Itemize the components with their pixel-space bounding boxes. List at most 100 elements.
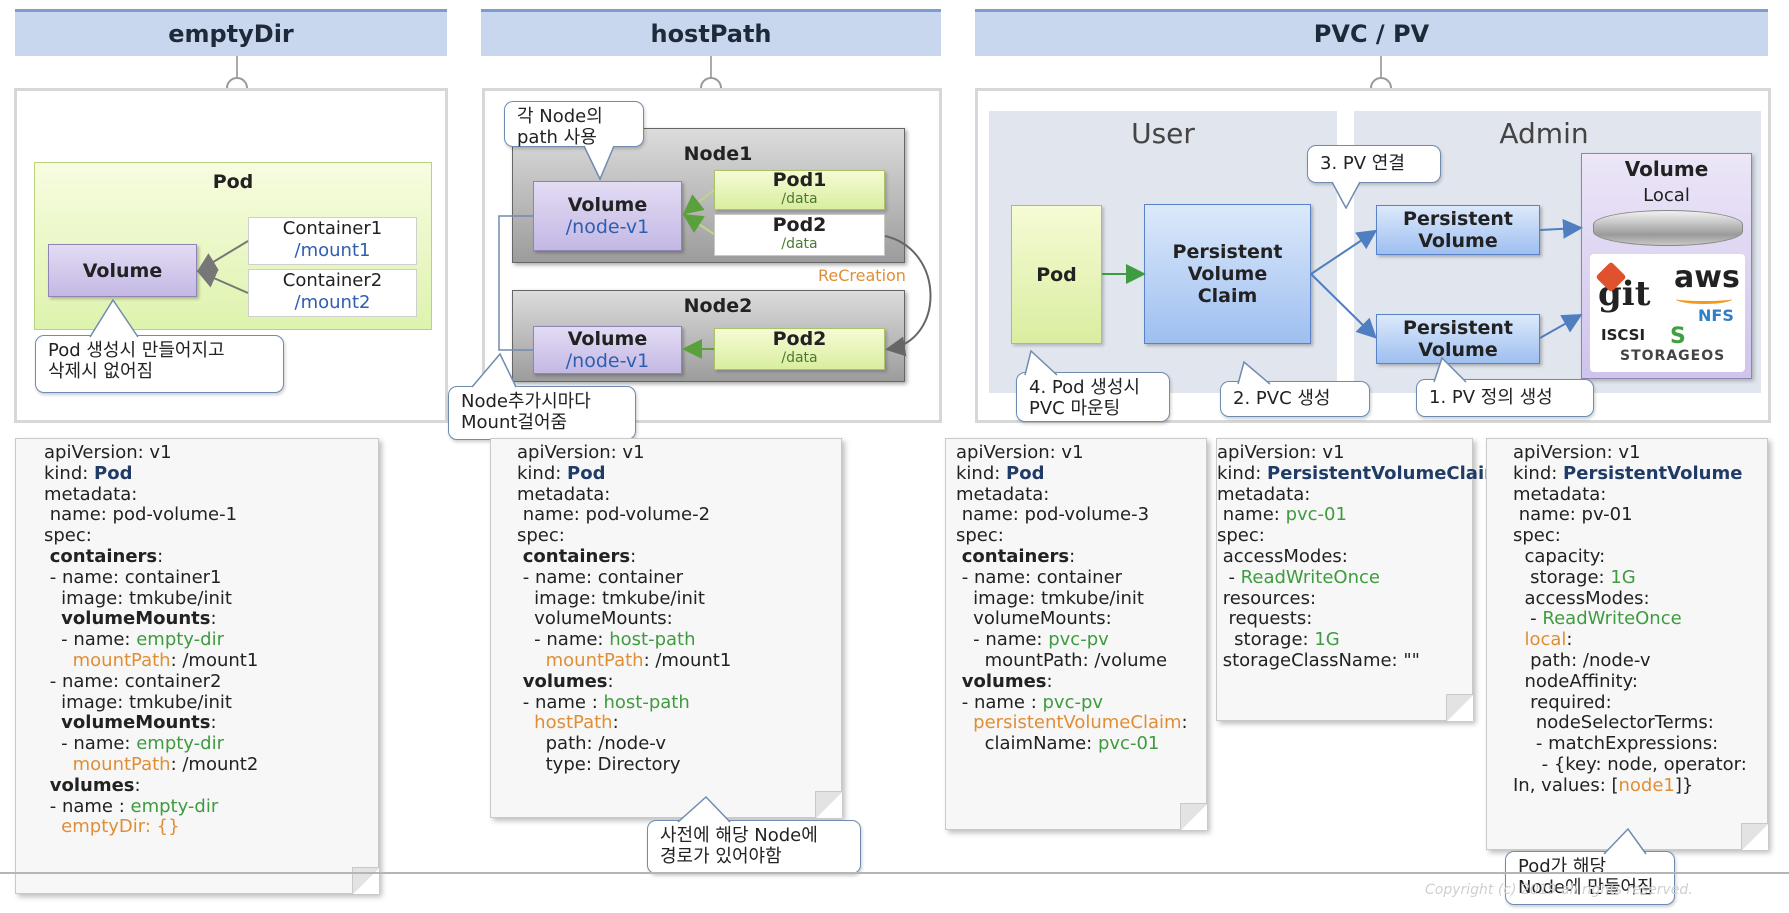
code-line: metadata:: [1217, 483, 1311, 505]
header-emptydir: emptyDir: [15, 9, 447, 56]
emptydir-connectors: [196, 240, 249, 294]
code-line: - name : host-path: [517, 691, 690, 713]
code-line: name: pod-volume-2: [517, 504, 711, 526]
pv2-label: Persistent Volume: [1403, 317, 1513, 361]
code-line: path: /node-v: [517, 733, 666, 755]
connector-line: [236, 56, 238, 84]
code-line: volumeMounts:: [61, 712, 217, 734]
pvc-box: Persistent Volume Claim: [1144, 204, 1311, 344]
code-line: spec:: [1513, 525, 1561, 547]
code-line: image: tmkube/init: [956, 587, 1144, 609]
code-line: containers:: [961, 545, 1076, 567]
code-line: volumes:: [961, 670, 1053, 692]
code-line: - name: pvc-pv: [956, 629, 1109, 651]
admin-label: Admin: [1499, 117, 1589, 150]
code-line: kind: PersistentVolumeClaim: [1217, 462, 1503, 484]
code-line: storage: 1G: [1513, 566, 1636, 588]
code-line: capacity:: [1513, 545, 1606, 567]
node2-title: Node2: [683, 295, 753, 317]
aws-logo: aws: [1674, 260, 1740, 295]
node2-pod: Pod2 /data: [714, 328, 885, 370]
iscsi-logo: ISCSI: [1601, 326, 1646, 344]
code-line: volumes:: [522, 670, 614, 692]
code-line: volumeMounts:: [517, 608, 673, 630]
node2-volume: Volume /node-v1: [533, 326, 682, 374]
volume-storage-title: Volume: [1624, 157, 1709, 181]
code-line: spec:: [956, 525, 1004, 547]
pv-box-2: Persistent Volume: [1376, 314, 1540, 364]
code-line: - name: empty-dir: [44, 733, 224, 755]
code-line: - name : pvc-pv: [956, 691, 1104, 713]
storageos-logo: STORAGEOS: [1620, 348, 1726, 364]
yaml-pv: apiVersion: v1 kind: PersistentVolume me…: [1486, 438, 1768, 850]
footer-line: [0, 872, 1789, 874]
code-line: - {key: node, operator:: [1513, 753, 1747, 775]
hostpath-callout-top: 각 Node의 path 사용: [504, 101, 644, 148]
code-line: metadata:: [517, 483, 611, 505]
code-line: kind: Pod: [956, 462, 1045, 484]
pod2-sub: /data: [781, 236, 818, 252]
code-line: accessModes:: [1513, 587, 1650, 609]
node1-volume: Volume /node-v1: [533, 181, 682, 251]
node1-title: Node1: [683, 143, 753, 165]
disk-icon: [1593, 210, 1743, 246]
footer-copyright: Copyright (c) 2019 all rights reserved.: [1425, 882, 1693, 898]
callout-pointer: [1433, 357, 1467, 383]
code-line: storageClassName: "": [1217, 649, 1420, 671]
code-line: - matchExpressions:: [1513, 733, 1719, 755]
node1-volume-path: /node-v1: [565, 216, 650, 238]
container1-mount: /mount1: [294, 240, 371, 261]
code-line: - ReadWriteOnce: [1513, 608, 1682, 630]
pod1-sub: /data: [781, 191, 818, 207]
node1-pod1: Pod1 /data: [714, 170, 885, 210]
header-hostpath: hostPath: [481, 9, 941, 56]
code-line: - name: container: [517, 566, 684, 588]
code-line: - name: host-path: [517, 629, 696, 651]
callout-pointer: [677, 795, 731, 823]
header-pvc-pv: PVC / PV: [975, 9, 1768, 56]
code-line: kind: Pod: [517, 462, 606, 484]
code-line: apiVersion: v1: [1513, 442, 1641, 463]
code-line: storage: 1G: [1217, 629, 1340, 651]
code-line: mountPath: /mount1: [72, 649, 259, 671]
pvc-label: Persistent Volume Claim: [1172, 241, 1283, 307]
yaml-emptydir: apiVersion: v1 kind: Pod metadata: name:…: [15, 438, 379, 894]
callout-pointer: [89, 298, 139, 338]
yaml-pod-pvc: apiVersion: v1 kind: Pod metadata: name:…: [945, 438, 1207, 830]
step1-callout: 1. PV 정의 생성: [1416, 379, 1594, 417]
code-line: - name: empty-dir: [44, 629, 224, 651]
aws-smile-icon: [1676, 294, 1732, 304]
code-line: type: Directory: [517, 753, 681, 775]
pod1-label: Pod1: [772, 169, 827, 191]
node2-volume-label: Volume: [567, 328, 648, 350]
code-line: metadata:: [1513, 483, 1607, 505]
code-line: image: tmkube/init: [44, 691, 232, 713]
code-line: In, values: [node1]}: [1513, 774, 1694, 796]
node1-volume-label: Volume: [567, 194, 648, 216]
code-line: name: pv-01: [1513, 504, 1633, 526]
callout-pointer: [1603, 827, 1647, 855]
storageos-icon: S: [1670, 324, 1686, 349]
kind-value: Pod: [94, 462, 133, 484]
step3-callout: 3. PV 연결: [1307, 145, 1441, 183]
code-line: - name: container: [956, 566, 1123, 588]
volume-storage-box: Volume Local git aws NFS ISCSI S STORAGE…: [1581, 153, 1752, 379]
code-line: - name: container1: [44, 566, 222, 588]
pvc-pod-label: Pod: [1036, 263, 1077, 286]
pv1-label: Persistent Volume: [1403, 208, 1513, 252]
code-line: kind: PersistentVolume: [1513, 462, 1743, 484]
node2-pod-sub: /data: [781, 350, 818, 366]
connector-line: [1380, 56, 1382, 84]
pvc-pod: Pod: [1011, 205, 1102, 344]
page-curl: [352, 867, 379, 894]
code-line: mountPath: /mount1: [545, 649, 732, 671]
code-line: nodeSelectorTerms:: [1513, 712, 1714, 734]
code-line: metadata:: [956, 483, 1050, 505]
volume-local-label: Local: [1643, 185, 1690, 206]
emptydir-container2: Container2 /mount2: [248, 269, 417, 317]
page-curl: [815, 791, 842, 818]
code-line: - name: container2: [44, 670, 222, 692]
node2-pod-label: Pod2: [772, 328, 827, 350]
code-line: spec:: [517, 525, 565, 547]
container1-name: Container1: [282, 218, 383, 239]
